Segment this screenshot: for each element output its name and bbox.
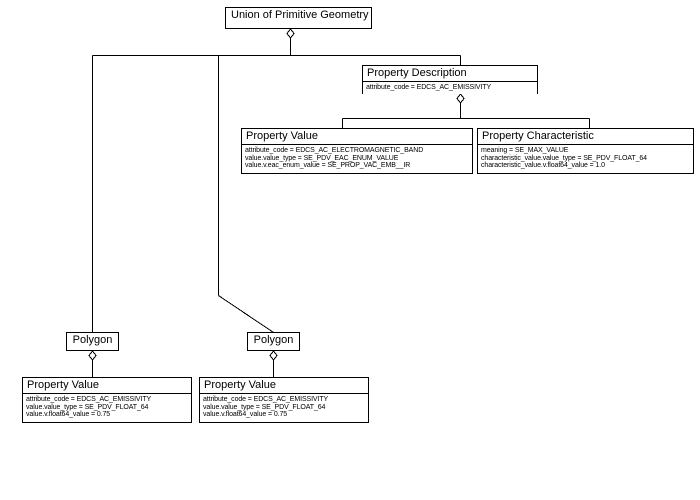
node-union-of-primitive-geometry[interactable]: Union of Primitive Geometry <box>225 7 372 29</box>
aggregation-diamond-property-description <box>456 93 465 104</box>
node-attributes-property-characteristic: meaning = SE_MAX_VALUE characteristic_va… <box>478 145 693 172</box>
node-property-characteristic[interactable]: Property Characteristic meaning = SE_MAX… <box>477 128 694 174</box>
node-property-value-left[interactable]: Property Value attribute_code = EDCS_AC_… <box>22 377 192 423</box>
node-property-value-right[interactable]: Property Value attribute_code = EDCS_AC_… <box>199 377 369 423</box>
node-title-property-description: Property Description <box>363 66 537 82</box>
node-title-polygon-left: Polygon <box>72 334 113 346</box>
node-property-description[interactable]: Property Description attribute_code = ED… <box>362 65 538 94</box>
aggregation-diamond-polygon-right <box>269 350 278 361</box>
node-attributes-property-value-electromagnetic-band: attribute_code = EDCS_AC_ELECTROMAGNETIC… <box>242 145 472 172</box>
node-title-polygon-right: Polygon <box>253 334 294 346</box>
aggregation-diamond-polygon-left <box>88 350 97 361</box>
branch-middle-diagonal <box>218 295 274 333</box>
attribute-line: characteristic_value.v.float64_value = 1… <box>481 162 605 169</box>
node-attributes-property-value-left: attribute_code = EDCS_AC_EMISSIVITY valu… <box>23 394 191 421</box>
attribute-line: value.value_type = SE_PDV_EAC_ENUM_VALUE <box>245 154 399 162</box>
node-polygon-right[interactable]: Polygon <box>247 332 300 351</box>
attribute-line: value.v.eac_enum_value = SE_PROP_VAC_EMB… <box>245 162 411 169</box>
node-title-property-characteristic: Property Characteristic <box>478 129 693 145</box>
node-polygon-left[interactable]: Polygon <box>66 332 119 351</box>
attribute-line: attribute_code = EDCS_AC_ELECTROMAGNETIC… <box>245 147 424 154</box>
node-title-property-value-left: Property Value <box>23 378 191 394</box>
attribute-line: value.v.float64_value = 0.75 <box>203 411 288 418</box>
attribute-line: attribute_code = EDCS_AC_EMISSIVITY <box>203 396 329 403</box>
aggregation-diamond-root <box>286 28 295 39</box>
attribute-line: attribute_code = EDCS_AC_EMISSIVITY <box>366 84 492 91</box>
node-title-property-value-electromagnetic-band: Property Value <box>242 129 472 145</box>
node-property-value-electromagnetic-band[interactable]: Property Value attribute_code = EDCS_AC_… <box>241 128 473 174</box>
node-title-union-of-primitive-geometry: Union of Primitive Geometry <box>231 9 369 21</box>
attribute-line: meaning = SE_MAX_VALUE <box>481 147 569 154</box>
attribute-line: value.value_type = SE_PDV_FLOAT_64 <box>26 403 149 411</box>
attribute-line: value.value_type = SE_PDV_FLOAT_64 <box>203 403 326 411</box>
attribute-line: characteristic_value.value_type = SE_PDV… <box>481 154 647 162</box>
attribute-line: attribute_code = EDCS_AC_EMISSIVITY <box>26 396 152 403</box>
node-attributes-property-description: attribute_code = EDCS_AC_EMISSIVITY <box>363 82 537 94</box>
attribute-line: value.v.float64_value = 0.75 <box>26 411 111 418</box>
node-title-property-value-right: Property Value <box>200 378 368 394</box>
node-attributes-property-value-right: attribute_code = EDCS_AC_EMISSIVITY valu… <box>200 394 368 421</box>
